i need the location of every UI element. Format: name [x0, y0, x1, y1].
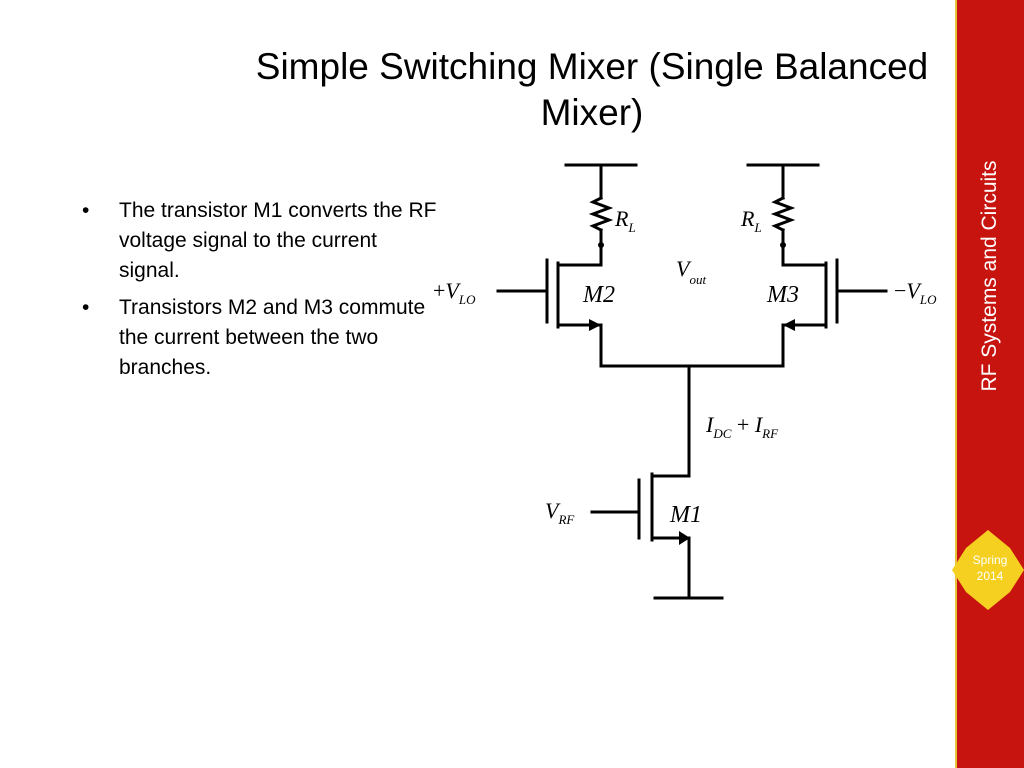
resistor-rl-left	[588, 195, 614, 233]
label-current: IDC + IRF	[705, 412, 779, 441]
output-node-right	[780, 242, 786, 248]
label-rl-right: RL	[740, 206, 762, 235]
label-vrf: VRF	[545, 498, 575, 527]
label-m3: M3	[766, 282, 799, 308]
term-line-2: 2014	[976, 569, 1004, 583]
course-title: RF Systems and Circuits	[978, 160, 1001, 392]
bullet-list: The transistor M1 converts the RF voltag…	[82, 196, 442, 390]
sidebar-band	[955, 0, 1024, 768]
slide-title: Simple Switching Mixer (Single Balanced …	[222, 44, 962, 136]
m2-source-arrow	[589, 319, 601, 331]
bullet-item: Transistors M2 and M3 commute the curren…	[82, 293, 442, 383]
mixer-circuit-diagram: RL RL Vout +VLO −VLO M2 M3 M1 IDC + IRF …	[433, 163, 937, 600]
term-line-1: Spring	[972, 553, 1008, 567]
m1-source-arrow	[679, 531, 690, 545]
label-m1: M1	[669, 502, 702, 528]
label-vout: Vout	[676, 256, 706, 287]
label-rl-left: RL	[614, 206, 636, 235]
resistor-rl-right	[770, 195, 796, 233]
m3-source-arrow	[783, 319, 795, 331]
label-m2: M2	[582, 282, 615, 308]
term-badge-text: Spring 2014	[961, 552, 1019, 584]
title-line-2: Mixer)	[540, 92, 644, 133]
label-vlo-positive: +VLO	[433, 278, 476, 307]
title-line-1: Simple Switching Mixer (Single Balanced	[255, 46, 929, 87]
output-node-left	[598, 242, 604, 248]
bullet-item: The transistor M1 converts the RF voltag…	[82, 196, 442, 286]
term-badge-star	[952, 530, 1024, 610]
label-vlo-negative: −VLO	[894, 278, 937, 307]
